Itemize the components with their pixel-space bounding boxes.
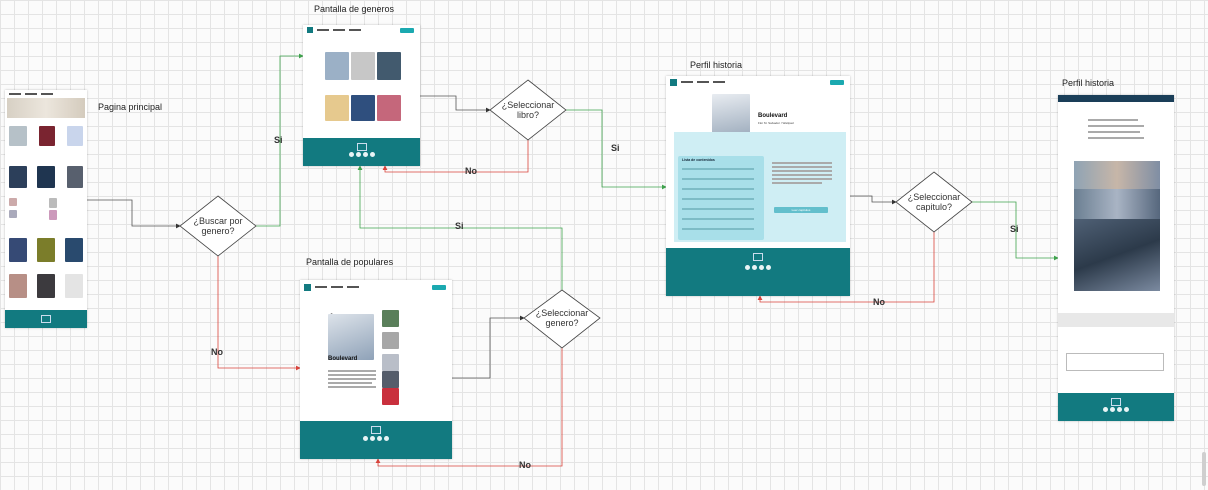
mockup-pantalla-generos: [303, 25, 420, 166]
book-author: Flor M. Salvador / Wattpad: [758, 121, 794, 125]
chapter-image: [1074, 189, 1160, 219]
edge-genero-no-populares: [375, 348, 563, 467]
screen-title-perfil-2: Perfil historia: [1062, 78, 1115, 88]
decision-seleccionar-genero-text: ¿Seleccionar genero?: [535, 308, 589, 328]
nav-button[interactable]: [400, 27, 414, 33]
footer: [300, 421, 452, 459]
book-title: Boulevard: [758, 113, 788, 119]
book-cover: [37, 238, 55, 262]
mockup-perfil-historia: Boulevard Flor M. Salvador / Wattpad Lis…: [666, 76, 850, 296]
edge-libro-no-generos: [382, 140, 529, 173]
edge-label-si-genero: Si: [455, 221, 464, 231]
book-cover: [37, 274, 55, 298]
list-cover: [382, 332, 399, 349]
list-cover: [382, 371, 399, 388]
chapter-image: [1074, 161, 1160, 189]
comment-box[interactable]: [1066, 353, 1164, 371]
navbar: [300, 280, 452, 294]
hero-banner: [7, 98, 85, 118]
book-cover: [9, 238, 27, 262]
book-cover: [351, 95, 375, 121]
chapter-pagination[interactable]: [1058, 313, 1174, 327]
chapter-list: Lista de contenidos: [678, 156, 764, 240]
list-cover: [382, 310, 399, 327]
edge-label-no-capitulo: No: [873, 297, 885, 307]
book-cover: [377, 95, 401, 121]
nav-button[interactable]: [830, 79, 844, 85]
screen-title-populares: Pantalla de populares: [306, 257, 394, 267]
edge-genero-si-generos: [357, 165, 563, 290]
edge-capitulo-si-perfil2: [972, 201, 1059, 261]
edge-label-si-capitulo: Si: [1010, 224, 1019, 234]
featured-cover: [328, 314, 374, 360]
book-cover: [9, 198, 17, 206]
canvas-scrollbar[interactable]: [1202, 452, 1206, 486]
screen-title-principal: Pagina principal: [98, 102, 163, 112]
screen-title-generos: Pantalla de generos: [314, 4, 395, 14]
footer: [303, 138, 420, 166]
book-cover: [39, 126, 55, 146]
list-cover: [382, 354, 399, 371]
edge-capitulo-no-perfil: [757, 232, 935, 303]
edge-buscar-no-populares: [217, 256, 301, 371]
decision-buscar-genero: [179, 195, 257, 257]
populares-book-title: Boulevard: [328, 356, 358, 362]
decision-buscar-genero-text: ¿Buscar por genero?: [193, 216, 243, 236]
edge-label-no-buscar: No: [211, 347, 223, 357]
mockup-pagina-principal: [5, 90, 87, 328]
mockup-pantalla-populares: 1 Boulevard: [300, 280, 452, 459]
book-cover: [49, 198, 57, 208]
decision-seleccionar-libro: [489, 79, 567, 141]
read-chapters-button[interactable]: Leer capitulos: [774, 207, 828, 213]
edge-libro-si-perfil: [566, 109, 667, 190]
navbar: [303, 25, 420, 35]
footer: [1058, 393, 1174, 421]
decision-seleccionar-capitulo-text: ¿Seleccionar capitulo?: [907, 192, 961, 212]
book-cover: [9, 166, 27, 188]
chapter-image: [1074, 219, 1160, 291]
book-cover: [325, 95, 349, 121]
book-cover: [9, 274, 27, 298]
book-cover: [9, 126, 27, 146]
edge-populares-to-genero: [452, 315, 525, 379]
edge-generos-to-libro: [420, 95, 491, 113]
book-cover: [9, 210, 17, 218]
mockup-perfil-historia-2: [1058, 95, 1174, 421]
book-cover: [377, 52, 401, 80]
book-cover: [67, 126, 83, 146]
chapter-list-header: Lista de contenidos: [682, 158, 715, 162]
book-cover: [65, 238, 83, 262]
decision-seleccionar-libro-text: ¿Seleccionar libro?: [501, 100, 555, 120]
footer: [5, 310, 87, 328]
book-cover: [351, 52, 375, 80]
book-cover: [49, 210, 57, 220]
edge-label-no-libro: No: [465, 166, 477, 176]
edge-buscar-si-generos: [256, 53, 304, 227]
screen-title-perfil-1: Perfil historia: [690, 60, 743, 70]
nav-button[interactable]: [432, 284, 446, 290]
navbar: [666, 76, 850, 88]
book-cover: [65, 274, 83, 298]
edge-label-no-genero: No: [519, 460, 531, 470]
book-cover: [67, 166, 83, 188]
book-cover: [37, 166, 55, 188]
edge-label-si-libro: Si: [611, 143, 620, 153]
decision-seleccionar-capitulo: [895, 171, 973, 233]
edge-perfil-to-capitulo: [850, 195, 897, 205]
edge-label-si-buscar: Si: [274, 135, 283, 145]
list-cover: [382, 388, 399, 405]
reader-topbar: [1058, 95, 1174, 102]
footer: [666, 248, 850, 296]
edge-principal-to-buscar: [87, 199, 181, 229]
navbar: [5, 90, 87, 97]
decision-seleccionar-genero: [523, 289, 601, 349]
book-cover: [325, 52, 349, 80]
